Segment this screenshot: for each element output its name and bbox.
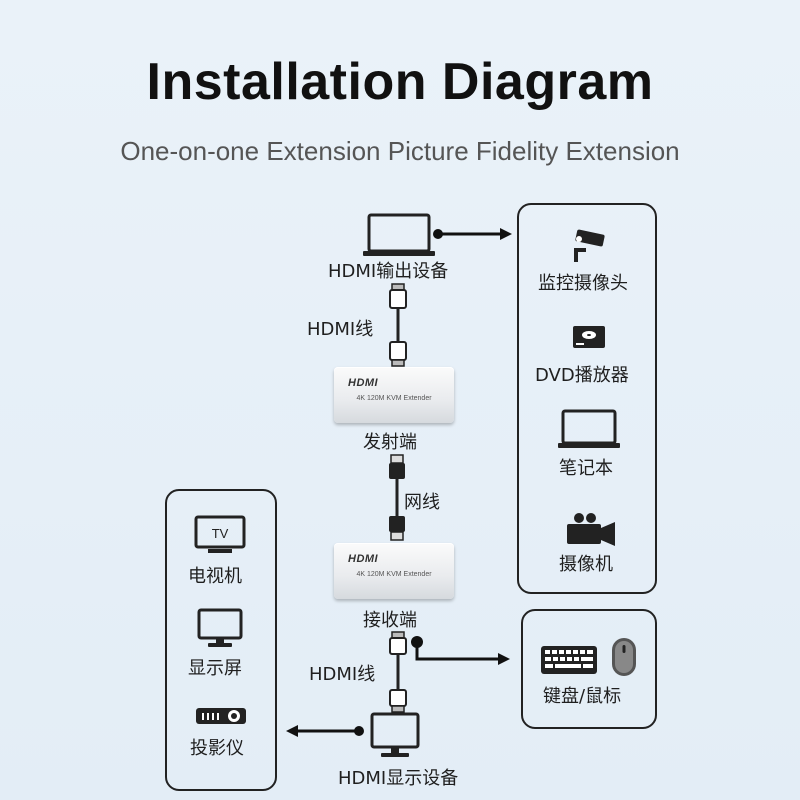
peripheral-label: 键盘/鼠标 — [543, 686, 622, 707]
receiver-device: HDMI 4K 120M KVM Extender — [334, 543, 454, 599]
tv-icon: TV — [194, 515, 246, 553]
transmitter-device: HDMI 4K 120M KVM Extender — [334, 367, 454, 423]
tv-screen-text: TV — [212, 526, 229, 541]
display-devices-panel — [165, 489, 277, 791]
display-item-label: 投影仪 — [190, 738, 244, 759]
hdmi-cable-bottom-label: HDMI线 — [309, 664, 376, 685]
display-item-label: 显示屏 — [188, 658, 242, 679]
receiver-brand: HDMI — [348, 553, 379, 565]
page-subtitle: One-on-one Extension Picture Fidelity Ex… — [120, 136, 680, 166]
monitor-icon — [370, 712, 420, 757]
arrow-to-source-panel — [433, 228, 512, 240]
source-item-label: 笔记本 — [559, 458, 613, 479]
transmitter-brand: HDMI — [348, 377, 379, 389]
video-camera-icon — [567, 513, 615, 546]
display-label: HDMI显示设备 — [338, 768, 459, 789]
display-item-label: 电视机 — [188, 566, 242, 587]
source-item-label: DVD播放器 — [535, 365, 629, 386]
laptop-icon — [363, 213, 435, 256]
source-item-label: 摄像机 — [559, 554, 613, 575]
peripheral-panel — [521, 609, 657, 729]
arrow-to-display-panel — [286, 725, 364, 737]
dvd-player-icon — [573, 326, 605, 348]
transmitter-label: 发射端 — [363, 432, 417, 453]
page-title: Installation Diagram — [146, 53, 654, 111]
hdmi-cable-top — [389, 283, 407, 367]
keyboard-icon — [541, 646, 597, 674]
projector-icon — [196, 708, 246, 724]
network-cable — [389, 454, 405, 541]
hdmi-cable-top-label: HDMI线 — [307, 319, 374, 340]
source-item-label: 监控摄像头 — [538, 273, 628, 294]
source-devices-panel — [517, 203, 657, 594]
hdmi-cable-bottom — [389, 631, 407, 713]
source-label: HDMI输出设备 — [328, 261, 449, 282]
transmitter-model: 4K 120M KVM Extender — [356, 395, 432, 402]
mouse-icon — [612, 638, 636, 676]
receiver-label: 接收端 — [363, 610, 417, 631]
laptop-icon — [558, 409, 620, 448]
receiver-model: 4K 120M KVM Extender — [356, 571, 432, 578]
arrow-to-peripheral-panel — [411, 636, 510, 665]
cctv-camera-icon — [574, 229, 605, 262]
monitor-icon — [197, 608, 243, 647]
network-cable-label: 网线 — [404, 492, 440, 513]
